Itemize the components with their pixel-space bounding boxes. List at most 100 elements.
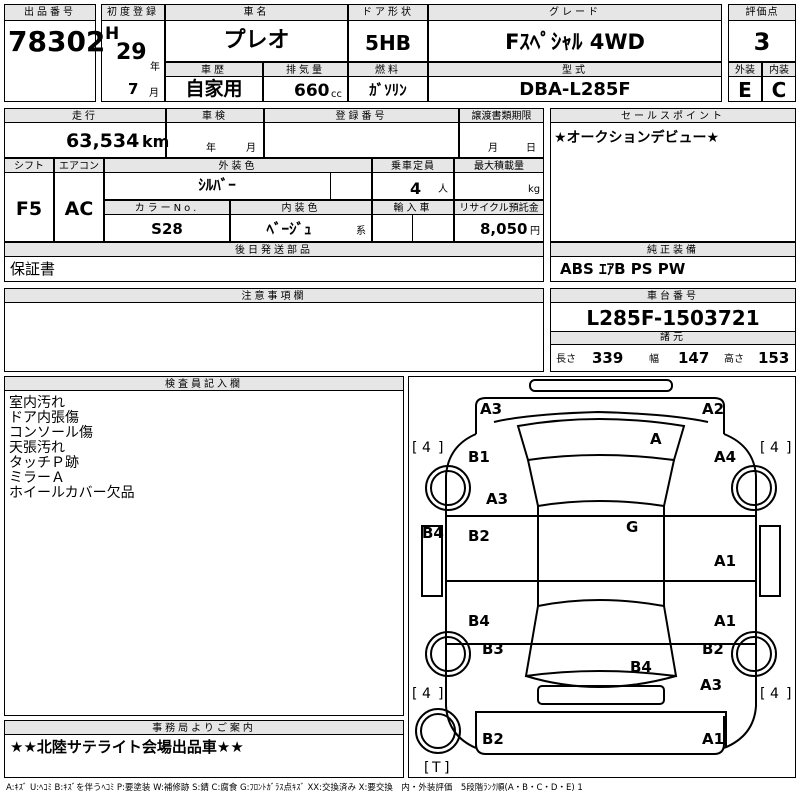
right-body-line bbox=[723, 433, 757, 749]
import-label: 輸入車 bbox=[372, 200, 454, 215]
left-sill bbox=[421, 525, 443, 597]
shift: F5 bbox=[15, 198, 43, 220]
exterior-grade: E bbox=[738, 78, 752, 102]
grade: Fｽﾍﾟｼｬﾙ 4WD bbox=[505, 30, 645, 54]
mark-b2-rear-right: B2 bbox=[702, 640, 724, 658]
transfer-month-unit: 月 bbox=[488, 143, 498, 154]
wheel-front-left bbox=[425, 465, 471, 511]
mark-b1-front-left: B1 bbox=[468, 448, 490, 466]
windshield bbox=[527, 459, 675, 508]
mark-a3-top-left: A3 bbox=[480, 400, 502, 418]
shift-label: シフト bbox=[4, 158, 54, 173]
spare-tire: T bbox=[431, 760, 441, 776]
mark-a3-hood: A3 bbox=[486, 490, 508, 508]
interior-grade: C bbox=[771, 78, 787, 102]
chassis-number: L285F-1503721 bbox=[586, 306, 760, 330]
mileage-unit: km bbox=[142, 132, 170, 151]
equipment-label: 純正装備 bbox=[550, 242, 796, 257]
score: 3 bbox=[753, 28, 771, 56]
wheel-front-right bbox=[731, 465, 777, 511]
rear-glass bbox=[524, 605, 678, 678]
exterior-label: 外装 bbox=[728, 62, 762, 77]
mark-g-roof: G bbox=[626, 518, 638, 536]
car-diagram-box bbox=[408, 376, 796, 778]
displacement-label: 排気量 bbox=[263, 62, 348, 77]
mark-a2-top-right: A2 bbox=[702, 400, 724, 418]
tire-front-right: 4 bbox=[770, 440, 779, 456]
selling-point: ★オークションデビュー★ bbox=[554, 130, 720, 146]
mark-b4-left-side: B4 bbox=[422, 524, 444, 542]
width-label: 幅 bbox=[649, 354, 659, 365]
spare-open: [ bbox=[424, 760, 429, 776]
tire-fl-open: [ bbox=[412, 440, 417, 456]
max-load-label: 最大積載量 bbox=[454, 158, 544, 173]
ext-color-divider bbox=[330, 173, 331, 200]
inspector-note: コンソール傷 bbox=[9, 425, 93, 441]
mark-b3-rear-left: B3 bbox=[482, 640, 504, 658]
month-unit: 月 bbox=[149, 88, 159, 99]
int-color-suffix: 系 bbox=[356, 226, 366, 237]
notes-label: 注意事項欄 bbox=[4, 288, 544, 303]
specs-label: 諸元 bbox=[550, 331, 796, 345]
lot-label: 出品番号 bbox=[4, 4, 96, 21]
inspector-notes: 室内汚れ ドア内張傷 コンソール傷 天張汚れ タッチＰ跡 ミラーＡ ホイールカバ… bbox=[9, 396, 135, 501]
rear-bumper-lower bbox=[475, 716, 725, 755]
roof bbox=[537, 506, 665, 608]
transfer-label: 譲渡書類期限 bbox=[459, 108, 544, 123]
recycle-label: リサイクル預託金 bbox=[454, 200, 544, 215]
car-name-label: 車名 bbox=[165, 4, 348, 21]
selling-point-box bbox=[550, 108, 796, 242]
transfer-day-unit: 日 bbox=[526, 143, 536, 154]
ext-color: ｼﾙﾊﾞｰ bbox=[198, 176, 236, 194]
first-reg-label: 初度登録 bbox=[101, 4, 165, 21]
wheel-rear-left bbox=[425, 631, 471, 677]
ac-label: エアコン bbox=[54, 158, 104, 173]
mileage-label: 走行 bbox=[4, 108, 166, 123]
tire-rear-right: 4 bbox=[770, 686, 779, 702]
door-label: ドア形状 bbox=[348, 4, 428, 21]
model-label: 型式 bbox=[428, 62, 722, 77]
inspector-note: ドア内張傷 bbox=[9, 410, 79, 426]
inspection-year-unit: 年 bbox=[206, 143, 216, 154]
mileage: 63,534 bbox=[66, 130, 140, 152]
history: 自家用 bbox=[185, 78, 243, 100]
era: H bbox=[105, 24, 120, 44]
mark-b2-front-door: B2 bbox=[468, 527, 490, 545]
chassis-label: 車台番号 bbox=[550, 288, 796, 303]
interior-label: 内装 bbox=[762, 62, 796, 77]
legend: A:ｷｽﾞ U:ﾍｺﾐ B:ｷｽﾞを伴うﾍｺﾐ P:要塗装 W:補修跡 S:錆 … bbox=[6, 783, 583, 793]
mark-b4-rear-door: B4 bbox=[468, 612, 490, 630]
year: 29 bbox=[116, 40, 147, 65]
wheel-rear-right bbox=[731, 631, 777, 677]
ac: AC bbox=[64, 198, 94, 220]
tire-rl-open: [ bbox=[412, 686, 417, 702]
grade-label: グレード bbox=[428, 4, 722, 21]
parts-value: 保証書 bbox=[10, 260, 56, 278]
mark-a3-rear-right: A3 bbox=[700, 676, 722, 694]
tire-rr-close: ] bbox=[786, 686, 791, 702]
mark-a-windshield: A bbox=[650, 430, 662, 448]
model: DBA-L285F bbox=[519, 79, 631, 100]
front-grille-line bbox=[493, 410, 709, 423]
history-label: 車歴 bbox=[165, 62, 263, 77]
car-diagram: [ 4 ] [ 4 ] [ 4 ] [ 4 ] [ T ] A3 A2 A B1… bbox=[412, 379, 791, 776]
car-name: プレオ bbox=[223, 28, 290, 53]
color-no-label: カラーNo. bbox=[104, 200, 230, 215]
capacity-label: 乗車定員 bbox=[372, 158, 454, 173]
inspector-note: ホイールカバー欠品 bbox=[9, 485, 135, 501]
inspector-note: 天張汚れ bbox=[9, 440, 65, 456]
lot-number: 78302 bbox=[8, 25, 106, 58]
mark-b4-rear: B4 bbox=[630, 658, 652, 676]
inspector-note: タッチＰ跡 bbox=[9, 455, 79, 471]
rear-plate bbox=[537, 685, 665, 705]
front-bumper bbox=[475, 397, 725, 434]
inspection-month-unit: 月 bbox=[246, 143, 256, 154]
length-label: 長さ bbox=[556, 354, 576, 365]
length: 339 bbox=[592, 349, 624, 367]
spare-wheel bbox=[415, 708, 461, 754]
year-unit: 年 bbox=[150, 62, 160, 73]
mark-a1-front-door: A1 bbox=[714, 552, 736, 570]
mark-a4-front-right: A4 bbox=[714, 448, 736, 466]
score-label: 評価点 bbox=[728, 4, 796, 21]
mark-a1-bottom-right: A1 bbox=[702, 730, 724, 748]
